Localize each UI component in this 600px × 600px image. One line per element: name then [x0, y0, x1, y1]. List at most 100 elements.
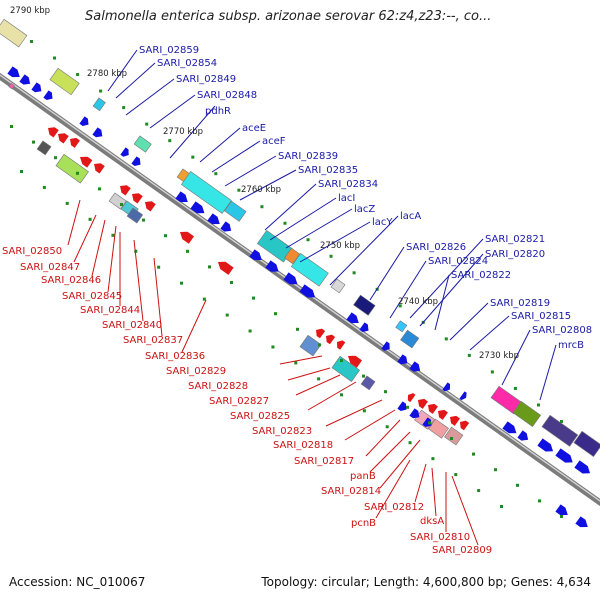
gc-dot	[406, 405, 409, 409]
gene-label[interactable]: SARI_02812	[364, 502, 424, 513]
gene-label[interactable]: dksA	[420, 516, 444, 527]
forward-gene-arrow	[175, 191, 188, 203]
leader-line	[91, 219, 106, 277]
forward-gene-arrow	[381, 341, 390, 351]
accession-text: Accession: NC_010067	[9, 575, 146, 589]
gene-label[interactable]: SARI_02840	[102, 320, 162, 331]
feature-block	[360, 375, 376, 391]
gene-label[interactable]: aceE	[242, 123, 266, 134]
gene-label[interactable]: SARI_02834	[318, 179, 378, 190]
leader-line	[369, 246, 405, 301]
leader-line	[149, 94, 196, 129]
gc-dot	[560, 420, 563, 423]
leader-line	[539, 344, 557, 401]
forward-gene-arrow	[19, 74, 31, 85]
feature-block-rect	[180, 171, 232, 214]
forward-gene-arrow-shape	[422, 417, 432, 427]
gene-label[interactable]: SARI_02827	[209, 396, 269, 407]
gc-dot	[65, 201, 69, 205]
gene-label[interactable]: SARI_02849	[176, 74, 236, 85]
gene-label[interactable]: aceF	[262, 136, 286, 147]
gene-label[interactable]: SARI_02844	[80, 305, 140, 316]
gene-label[interactable]: lacZ	[354, 204, 375, 215]
gene-label[interactable]: SARI_02847	[20, 262, 80, 273]
gene-label[interactable]: lacY	[372, 217, 393, 228]
gene-label[interactable]: SARI_02848	[197, 90, 257, 101]
gene-label[interactable]: SARI_02825	[230, 411, 290, 422]
gc-dot	[283, 221, 287, 225]
reverse-gene-arrow	[132, 193, 143, 204]
forward-gene-arrow	[459, 391, 467, 401]
gene-label[interactable]: SARI_02822	[451, 270, 511, 281]
gc-dot	[428, 421, 431, 425]
gene-label[interactable]: SARI_02815	[511, 311, 571, 322]
gene-label[interactable]: SARI_02824	[428, 256, 488, 267]
gene-label[interactable]: SARI_02821	[485, 234, 545, 245]
gene-label[interactable]: SARI_02845	[62, 291, 122, 302]
gc-dot	[274, 312, 277, 316]
leader-line	[169, 105, 216, 159]
reverse-gene-arrow	[407, 393, 416, 403]
gc-dot	[76, 171, 79, 175]
gene-label[interactable]: SARI_02828	[188, 381, 248, 392]
gene-label[interactable]: SARI_02809	[432, 545, 492, 556]
feature-block	[573, 430, 600, 458]
gene-label[interactable]: mrcB	[558, 340, 584, 351]
gene-label[interactable]: SARI_02837	[123, 335, 183, 346]
forward-gene-arrow	[283, 272, 298, 285]
leader-line	[287, 367, 331, 381]
gene-label[interactable]: pcnB	[351, 518, 376, 529]
gc-dot	[340, 359, 343, 362]
forward-gene-arrow	[190, 201, 205, 214]
gene-label[interactable]: SARI_02826	[406, 242, 466, 253]
reverse-gene-arrow-shape	[48, 127, 59, 138]
gene-label[interactable]: SARI_02829	[166, 366, 226, 377]
gene-label[interactable]: SARI_02846	[41, 275, 101, 286]
gene-label[interactable]: panB	[350, 471, 376, 482]
forward-gene-arrow	[422, 417, 432, 427]
gene-label[interactable]: SARI_02817	[294, 456, 354, 467]
leader-line	[153, 257, 163, 337]
forward-gene-arrow-shape	[574, 460, 591, 474]
feature-block	[126, 207, 144, 224]
gene-label[interactable]: lacI	[338, 193, 355, 204]
gc-dot	[538, 499, 541, 503]
feature-block-rect	[331, 355, 361, 383]
reverse-gene-arrow	[316, 328, 326, 339]
gc-dot	[477, 489, 481, 493]
reverse-gene-arrow	[450, 415, 460, 426]
leader-line	[379, 439, 421, 489]
forward-gene-arrow	[517, 430, 529, 441]
reverse-gene-arrow	[145, 201, 156, 212]
gene-label[interactable]: SARI_02814	[321, 486, 381, 497]
gene-label[interactable]: SARI_02808	[532, 325, 592, 336]
leader-line	[115, 62, 156, 99]
feature-block-rect	[8, 82, 15, 90]
gene-label[interactable]: SARI_02854	[157, 58, 217, 69]
gc-dot	[352, 271, 356, 275]
gene-label[interactable]: SARI_02836	[145, 351, 205, 362]
feature-block-rect	[395, 320, 408, 333]
gene-label[interactable]: SARI_02835	[298, 165, 358, 176]
leader-line	[325, 399, 383, 427]
leader-line	[389, 260, 427, 319]
gene-label[interactable]: SARI_02820	[485, 249, 545, 260]
gene-label[interactable]: SARI_02839	[278, 151, 338, 162]
gene-label[interactable]: SARI_02810	[410, 532, 470, 543]
forward-gene-arrow-shape	[175, 191, 188, 203]
gene-label[interactable]: pdhR	[205, 106, 231, 117]
gene-label[interactable]: SARI_02818	[273, 440, 333, 451]
gc-dot	[385, 425, 389, 429]
feature-block	[299, 334, 322, 357]
gc-dot	[536, 403, 540, 407]
gene-label[interactable]: lacA	[400, 211, 421, 222]
feature-block-rect	[400, 329, 420, 349]
feature-block-rect	[290, 253, 329, 287]
gene-label[interactable]: SARI_02819	[490, 298, 550, 309]
gene-label[interactable]: SARI_02859	[139, 45, 199, 56]
gene-label[interactable]: SARI_02823	[252, 426, 312, 437]
leader-line	[469, 315, 510, 351]
forward-gene-arrow-shape	[19, 74, 31, 85]
gene-label[interactable]: SARI_02850	[2, 246, 62, 257]
